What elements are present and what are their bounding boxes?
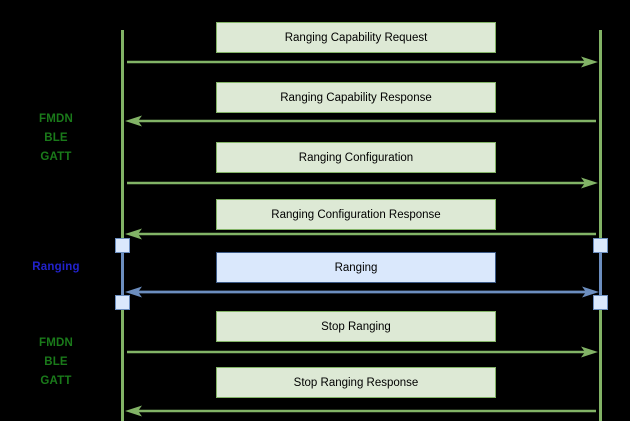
- activation-bar-left: [121, 244, 124, 302]
- message-box-ranging: Ranging: [216, 252, 496, 283]
- actor-label-fmdn-ble-gatt-top: FMDN BLE GATT: [38, 113, 73, 163]
- activation-marker-right-end: [593, 295, 608, 310]
- message-box-stop-ranging-response: Stop Ranging Response: [216, 367, 496, 398]
- message-arrow-bidirectional-ranging: [124, 285, 600, 299]
- message-arrow-left-4: [124, 227, 596, 241]
- activation-marker-right-start: [593, 238, 608, 253]
- message-box-stop-ranging: Stop Ranging: [216, 311, 496, 342]
- message-arrow-right-1: [127, 55, 599, 69]
- lifeline-right: [599, 30, 602, 421]
- message-arrow-left-7: [124, 404, 596, 418]
- message-box-ranging-configuration: Ranging Configuration: [216, 142, 496, 173]
- message-box-ranging-configuration-response: Ranging Configuration Response: [216, 199, 496, 230]
- message-box-ranging-capability-request: Ranging Capability Request: [216, 22, 496, 53]
- message-arrow-right-3: [127, 176, 599, 190]
- actor-label-fmdn-ble-gatt-bottom: FMDN BLE GATT: [38, 337, 73, 387]
- message-arrow-right-6: [127, 345, 599, 359]
- lifeline-left: [121, 30, 124, 421]
- message-box-ranging-capability-response: Ranging Capability Response: [216, 82, 496, 113]
- activation-marker-left-end: [115, 295, 130, 310]
- actor-label-ranging: Ranging: [32, 261, 80, 273]
- activation-bar-right: [599, 244, 602, 302]
- activation-marker-left-start: [115, 238, 130, 253]
- message-arrow-left-2: [124, 114, 596, 128]
